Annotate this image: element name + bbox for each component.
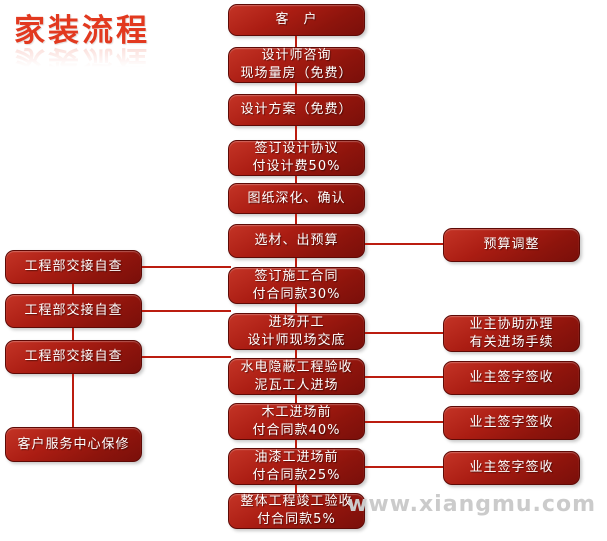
- connector-main-11-12: [295, 485, 297, 493]
- connector-selfcheck3-main: [142, 356, 231, 358]
- connector-main-9-10: [295, 395, 297, 403]
- page-title: 家装流程: [14, 13, 150, 49]
- node-handover-selfcheck-3: 工程部交接自查: [5, 340, 142, 374]
- node-owner-sign-3: 业主签字签收: [443, 451, 580, 485]
- node-hidden-works-acceptance: 水电隐蔽工程验收泥瓦工人进场: [228, 358, 365, 395]
- connector-owner-sign-2: [365, 421, 443, 423]
- connector-selfcheck2-main: [142, 310, 231, 312]
- node-design-agreement: 签订设计协议付设计费50%: [228, 140, 365, 176]
- connector-main-5-6: [295, 214, 297, 224]
- connector-main-4-5: [295, 176, 297, 183]
- node-customer: 客 户: [228, 4, 365, 36]
- watermark: www.xiangmu.com: [347, 492, 596, 517]
- connector-main-10-11: [295, 440, 297, 448]
- node-handover-selfcheck-1: 工程部交接自查: [5, 250, 142, 284]
- node-owner-sign-2: 业主签字签收: [443, 406, 580, 440]
- node-carpenter-payment: 木工进场前付合同款40%: [228, 403, 365, 440]
- connector-left-2-3: [72, 328, 74, 340]
- page-title-reflection: 家装流程: [14, 43, 150, 79]
- node-customer-service-warranty: 客户服务中心保修: [5, 427, 142, 462]
- connector-owner-sign-3: [365, 466, 443, 468]
- node-owner-sign-1: 业主签字签收: [443, 361, 580, 395]
- node-design-plan: 设计方案（免费）: [228, 94, 365, 126]
- connector-selfcheck1-main: [142, 266, 231, 268]
- connector-budget-adjustment: [365, 243, 443, 245]
- node-material-budget: 选材、出预算: [228, 224, 365, 258]
- connector-main-3-4: [295, 126, 297, 140]
- connector-owner-assist: [365, 332, 443, 334]
- connector-main-7-8: [295, 304, 297, 313]
- node-designer-consult: 设计师咨询现场量房（免费）: [228, 47, 365, 83]
- connector-owner-sign-1: [365, 376, 443, 378]
- node-budget-adjustment: 预算调整: [443, 228, 580, 262]
- node-drawing-confirm: 图纸深化、确认: [228, 183, 365, 214]
- connector-left-1-2: [72, 284, 74, 294]
- connector-left-3-warranty: [72, 374, 74, 427]
- connector-main-1-2: [295, 36, 297, 47]
- connector-main-8-9: [295, 350, 297, 358]
- node-completion-acceptance: 整体工程竣工验收付合同款5%: [228, 493, 365, 529]
- node-site-start: 进场开工设计师现场交底: [228, 313, 365, 350]
- connector-main-2-3: [295, 83, 297, 94]
- connector-main-6-7: [295, 258, 297, 267]
- node-painter-payment: 油漆工进场前付合同款25%: [228, 448, 365, 485]
- node-handover-selfcheck-2: 工程部交接自查: [5, 294, 142, 328]
- node-construction-contract: 签订施工合同付合同款30%: [228, 267, 365, 304]
- node-owner-assist-procedures: 业主协助办理有关进场手续: [443, 315, 580, 352]
